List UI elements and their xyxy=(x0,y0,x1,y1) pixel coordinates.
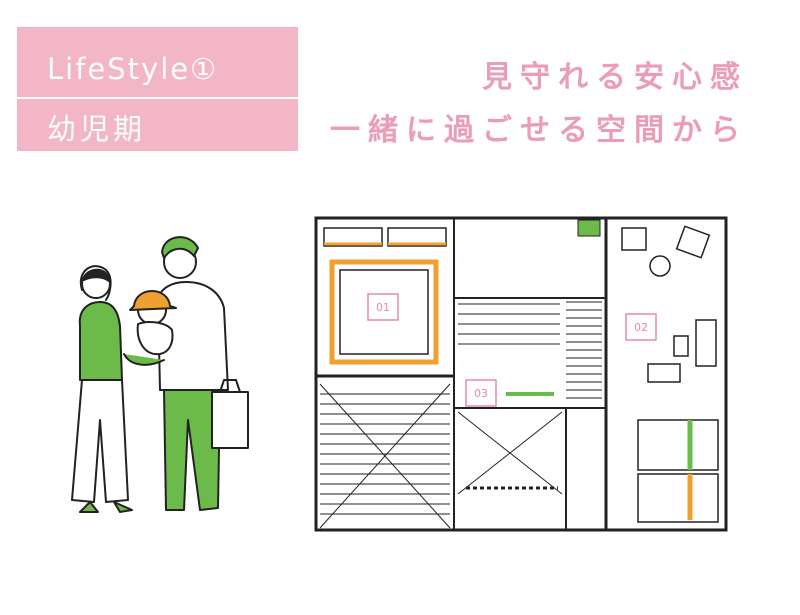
stairwell-left xyxy=(319,383,451,529)
room-03-label-box xyxy=(465,379,497,407)
room-02-label: 02 xyxy=(634,321,648,334)
room-03-label: 03 xyxy=(474,387,488,400)
child-figure xyxy=(123,290,177,366)
room-02-furniture xyxy=(621,225,719,523)
void-center xyxy=(457,411,563,495)
badge-divider xyxy=(17,97,298,99)
stairs-center xyxy=(458,301,602,399)
badge-title: LifeStyle① xyxy=(47,52,219,86)
headline-line-1: 見守れる安心感 xyxy=(482,60,748,95)
outer-wall xyxy=(314,216,728,532)
lifestyle-badge: LifeStyle① 幼児期 xyxy=(17,27,298,151)
family-illustration xyxy=(71,236,249,513)
room-01-label: 01 xyxy=(376,301,390,314)
headline-line-2: 一緒に過ごせる空間から xyxy=(330,113,748,148)
room-02-label-box xyxy=(625,313,657,341)
floor-plan: 01 02 03 xyxy=(314,216,728,532)
mother-figure xyxy=(71,265,133,513)
badge-stage: 幼児期 xyxy=(47,112,147,146)
room-01-label-box xyxy=(367,293,399,321)
father-figure xyxy=(157,236,249,511)
room-01-floor xyxy=(329,259,439,365)
